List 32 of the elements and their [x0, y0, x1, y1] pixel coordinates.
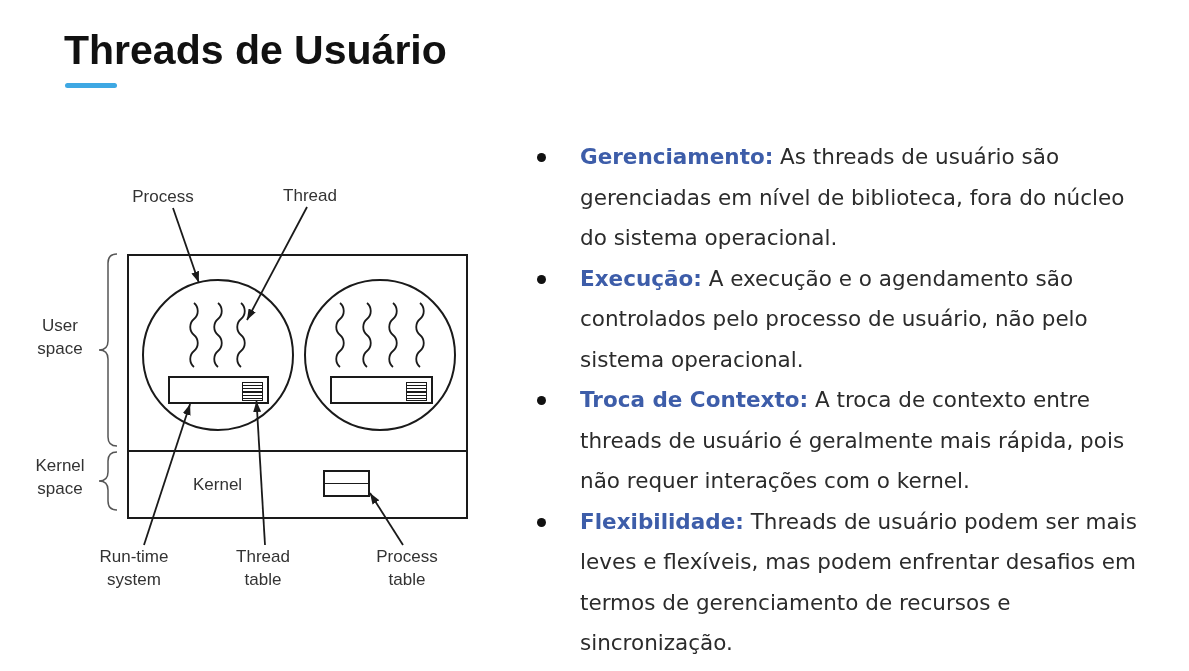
bullet-text: Troca de Contexto: A troca de contexto entre threads de usuário é geralmente mais rápida, pois não requer interações com o kernel.: [580, 386, 1126, 495]
system-frame: [127, 254, 468, 519]
runtime-system-box: [330, 376, 433, 404]
bullet-text: Gerenciamento: As threads de usuário são gerenciadas em nível de biblioteca, fora do núcleo do sistema operacional.: [580, 143, 1126, 252]
thread-table: [242, 382, 263, 401]
bullet-text: Flexibilidade: Threads de usuário podem ser mais leves e flexíveis, mas podem enfrentar desafios em termos de gerenciamento de recursos e sincronização.: [580, 507, 1138, 657]
wavy-line-icon: [188, 302, 200, 368]
region-label: Kernel space: [34, 455, 86, 500]
wavy-line-icon: [361, 302, 373, 368]
process-circle: [142, 279, 294, 431]
runtime-system-box: [168, 376, 269, 404]
leader-arrow: [246, 206, 308, 321]
wavy-line-icon: [387, 302, 399, 368]
bullet-text: Execução: A execução e o agendamento são controlados pelo processo de usuário, não pelo sistema operacional.: [580, 264, 1089, 374]
wavy-line-icon: [212, 302, 224, 368]
wavy-line-icon: [414, 302, 426, 368]
callout-label: Run-time system: [99, 545, 169, 591]
process-table: [323, 470, 370, 497]
callout-label: Thread: [282, 184, 338, 207]
wavy-line-icon: [334, 302, 346, 368]
band-label: Kernel: [193, 474, 243, 496]
process-circle: [304, 279, 456, 431]
callout-label: Process table: [375, 545, 439, 591]
slide-title: Threads de Usuário: [64, 26, 447, 74]
leader-arrow: [143, 403, 191, 546]
thread-table: [406, 382, 427, 401]
region-label: User space: [36, 315, 84, 360]
callout-label: Thread table: [235, 545, 291, 591]
leader-arrow: [172, 207, 200, 284]
callout-label: Process: [131, 185, 195, 208]
wavy-line-icon: [235, 302, 247, 368]
leader-arrow: [369, 492, 404, 546]
